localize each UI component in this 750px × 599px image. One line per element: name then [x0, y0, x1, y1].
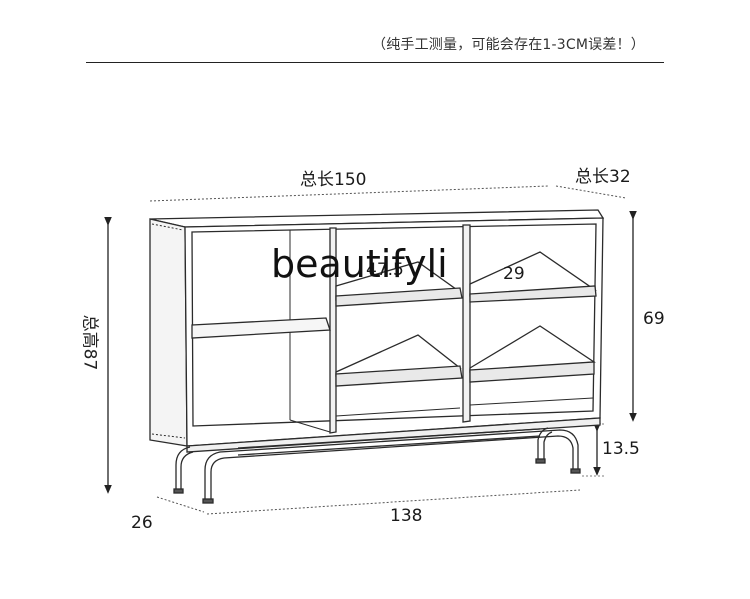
cabinet-height-label: 69 [643, 309, 665, 329]
shelf-depth-left-label: 47.5 [366, 260, 404, 280]
base-depth-dimension-line [156, 496, 205, 513]
total-length-label: 总长150 [300, 170, 367, 190]
total-height-label: 总高87 [79, 314, 100, 371]
total-depth-label: 总长32 [575, 167, 631, 187]
base-length-label: 138 [390, 506, 423, 526]
base-depth-label: 26 [131, 513, 153, 533]
cabinet-body [149, 209, 605, 453]
watermark-text: beautifyli [271, 242, 448, 286]
leg-height-label: 13.5 [602, 439, 640, 459]
cabinet-base-frame [173, 427, 581, 504]
header-divider [86, 62, 664, 63]
total-depth-dimension-line [555, 185, 627, 199]
measurement-note: （纯手工测量，可能会存在1-3CM误差！） [372, 37, 645, 53]
shelf-depth-right-label: 29 [503, 264, 525, 284]
